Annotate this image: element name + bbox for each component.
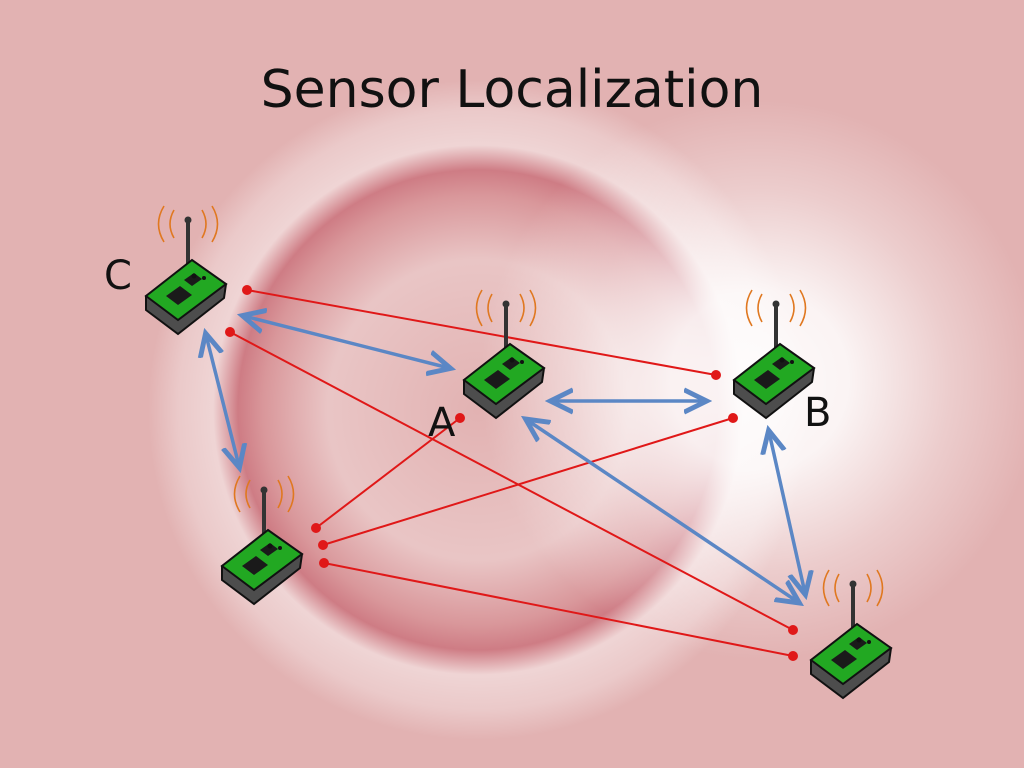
range-line-c-b — [246, 289, 717, 376]
link-arrow-a-e — [527, 420, 798, 602]
sensor-node-b — [732, 288, 816, 420]
sensor-node-d — [220, 474, 304, 606]
link-arrow-b-e — [769, 432, 805, 593]
slide-title: Sensor Localization — [260, 60, 764, 120]
range-line-d-a — [315, 417, 461, 529]
range-line-d-b — [322, 417, 734, 546]
link-arrow-c-d — [206, 335, 239, 466]
node-label-c: C — [104, 253, 132, 299]
range-line-d-e — [323, 562, 794, 657]
sensor-node-e — [809, 568, 893, 700]
link-arrow-c-a — [244, 316, 449, 368]
sensor-node-c — [144, 204, 228, 336]
sensor-node-a — [462, 288, 546, 420]
node-label-a: A — [428, 400, 456, 446]
range-lines — [225, 285, 798, 661]
link-arrows — [206, 316, 805, 602]
node-label-b: B — [804, 390, 832, 436]
